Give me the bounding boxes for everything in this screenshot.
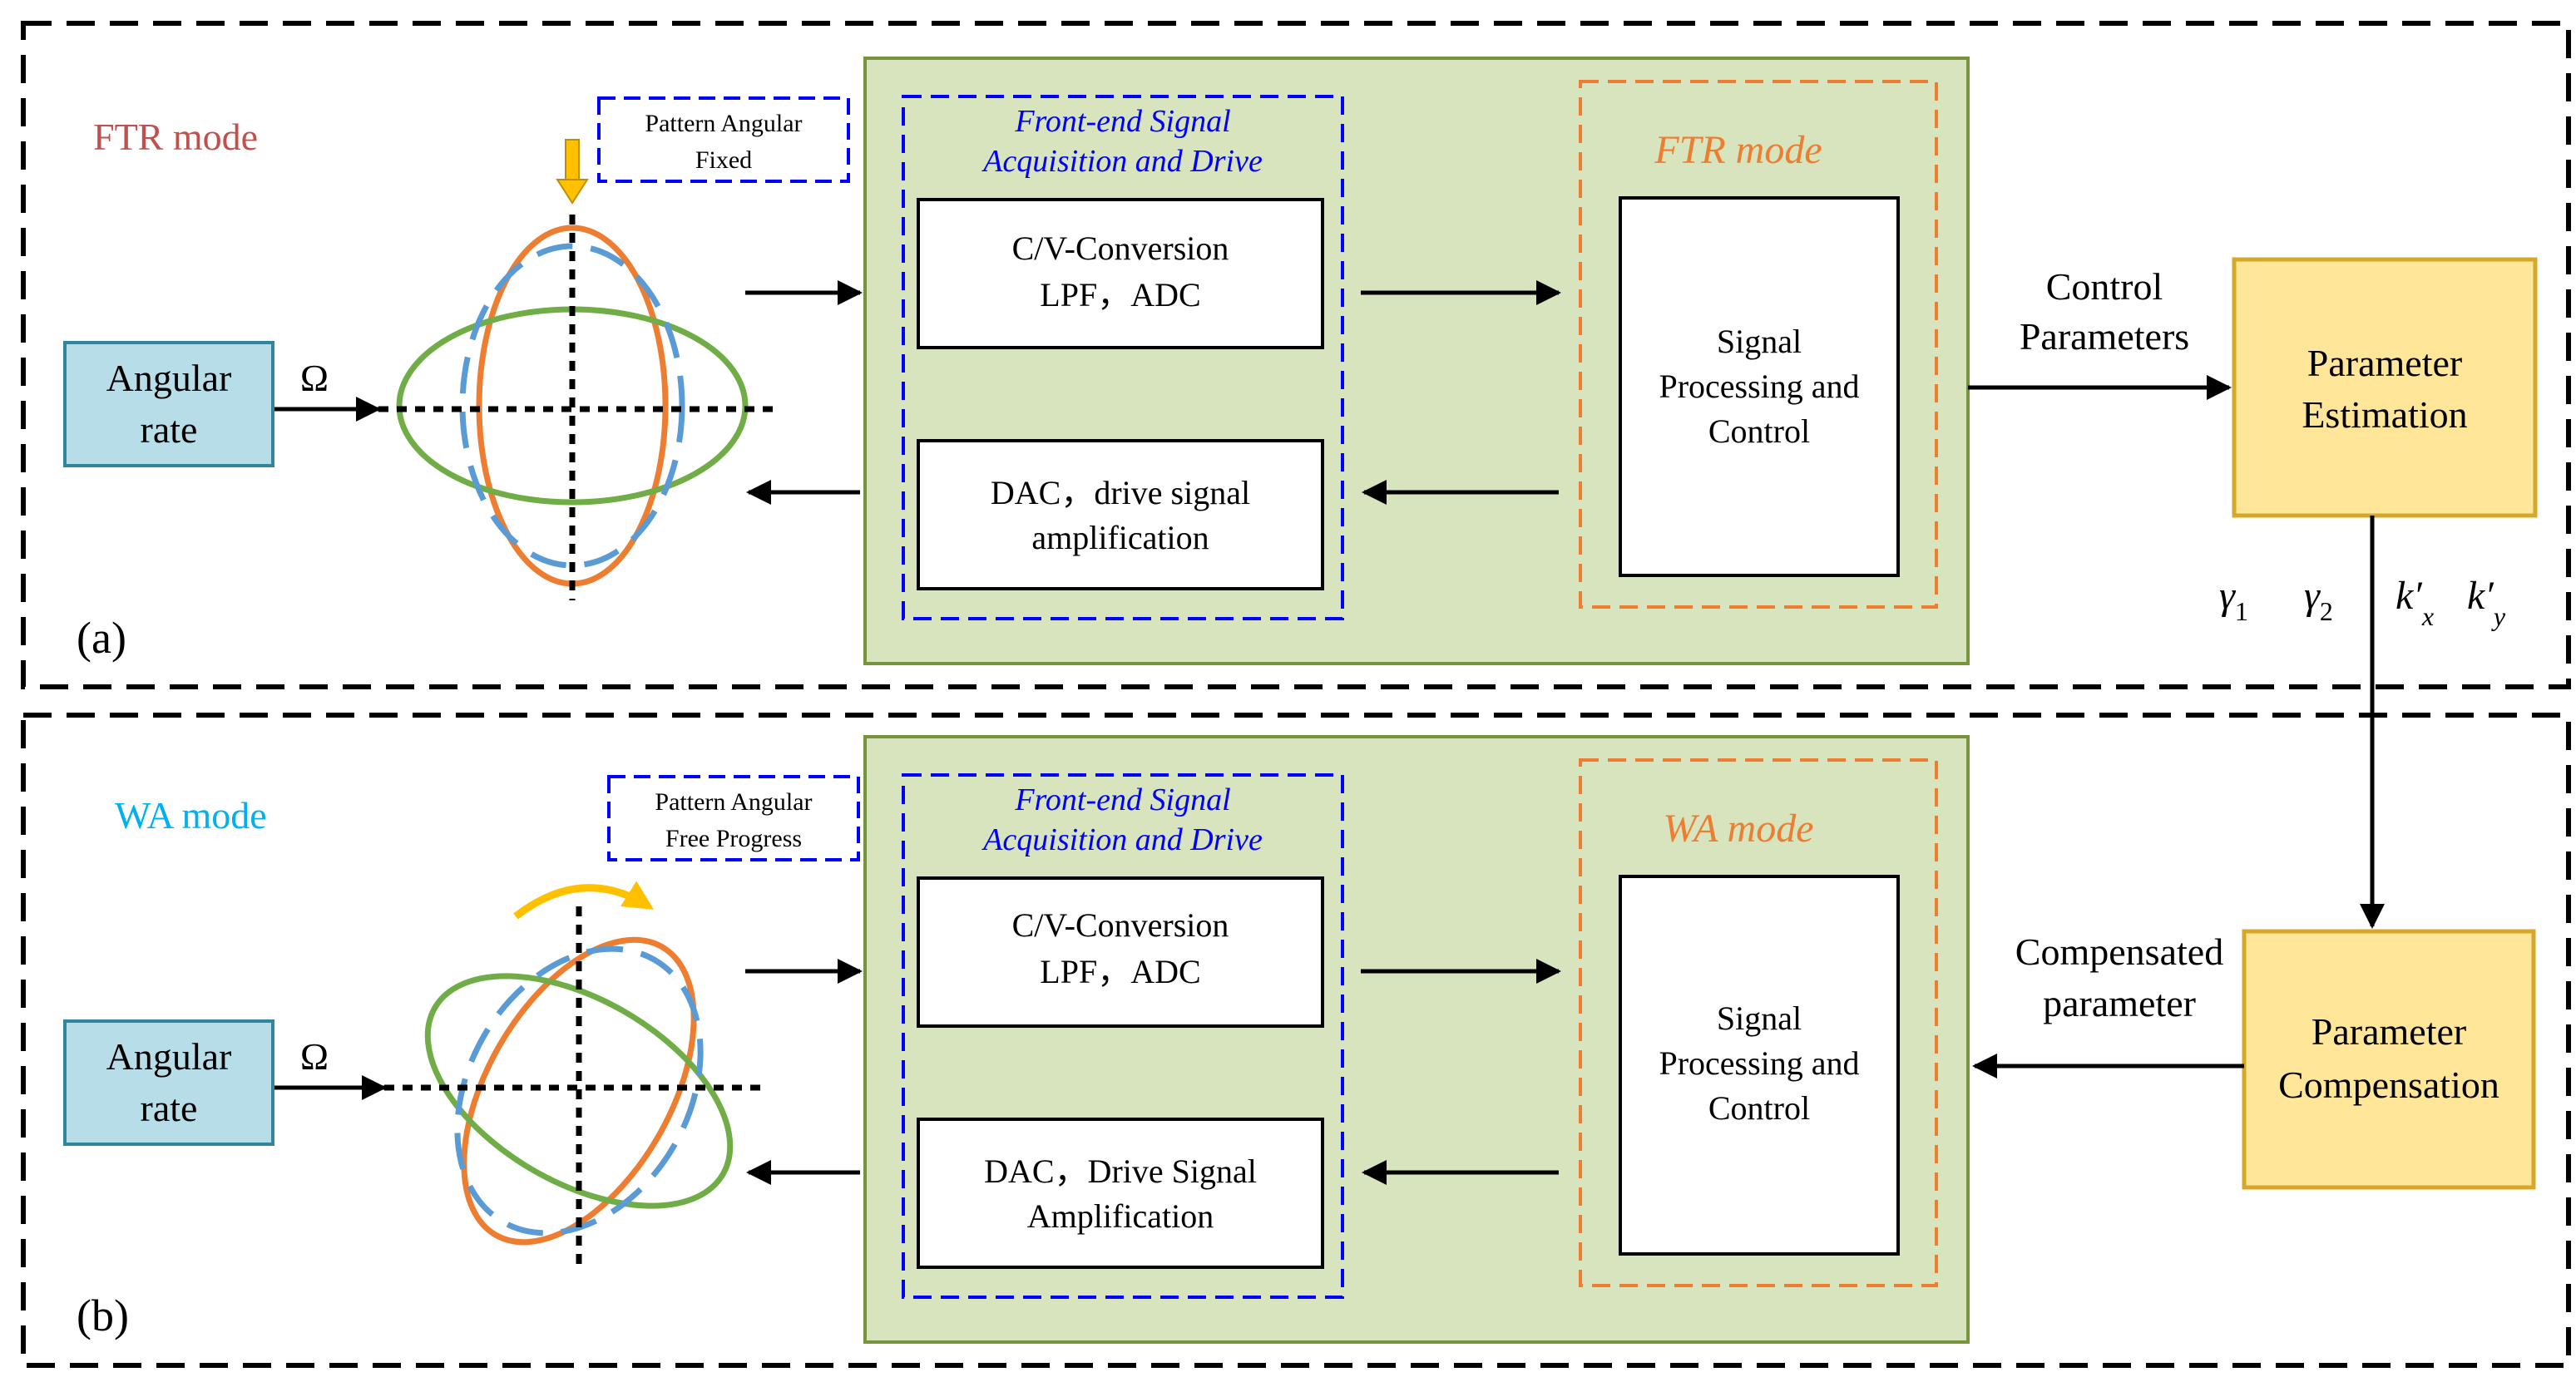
panel-a-angular-rate-line1: Angular xyxy=(106,357,232,399)
panel-a-label: (a) xyxy=(77,613,126,663)
param-gamma1: γ1 xyxy=(2219,574,2248,626)
panel-b-outer-dashed xyxy=(21,713,2571,1368)
panel-b-pattern-note-box xyxy=(607,775,860,861)
panel-b-frontend-title-line1: Front-end Signal xyxy=(1014,782,1230,817)
param-gamma2: γ2 xyxy=(2304,574,2333,626)
panel-a-frontend-group xyxy=(902,95,1344,620)
panel-a-mode-group xyxy=(1579,80,1938,609)
panel-a-mode-group-title: FTR mode xyxy=(1654,128,1822,172)
panel-a-outer-dashed xyxy=(21,21,2571,689)
panel-b-mode-group xyxy=(1579,758,1938,1287)
parameter-estimation-box xyxy=(2232,257,2538,518)
panel-b-mode-label: WA mode xyxy=(115,794,267,837)
panel-a-cv-conversion-line2: LPF，ADC xyxy=(1040,276,1200,313)
panel-a-cv-conversion-line1: C/V-Conversion xyxy=(1012,230,1229,267)
panel-a-angular-rate-line2: rate xyxy=(141,408,198,451)
panel-a-pattern-note-line2: Fixed xyxy=(695,146,752,174)
compensated-parameter-line1: Compensated xyxy=(2015,930,2223,973)
parameter-estimation-line2: Estimation xyxy=(2302,393,2467,436)
panel-a-frontend-title-line1: Front-end Signal xyxy=(1014,104,1230,139)
panel-b-angular-rate-box xyxy=(63,1019,274,1146)
compensated-parameter-line2: parameter xyxy=(2043,982,2196,1024)
panel-a-mode-label: FTR mode xyxy=(93,116,258,158)
panel-a-dac-line1: DAC，drive signal xyxy=(991,474,1250,511)
panel-a-dac-box xyxy=(917,439,1324,590)
panel-b-angular-rate-line2: rate xyxy=(141,1087,198,1129)
panel-b-signal-processing-box xyxy=(1619,875,1900,1256)
param-kx: k′x xyxy=(2396,574,2434,631)
panel-b-cv-conversion-box xyxy=(917,876,1324,1028)
panel-a-angular-rate-box xyxy=(63,341,274,467)
panel-b-precession-arrow xyxy=(513,881,655,920)
panel-b-dac-line2: Amplification xyxy=(1027,1197,1214,1235)
panel-b-angular-rate-line1: Angular xyxy=(106,1035,232,1078)
panel-a-frontend-title-line2: Acquisition and Drive xyxy=(981,144,1263,179)
panel-b-signal-line3: Control xyxy=(1708,1089,1810,1127)
param-ky: k′y xyxy=(2467,574,2506,631)
panel-a-standing-wave-pattern xyxy=(378,215,774,600)
control-parameters-line1: Control xyxy=(2046,265,2163,308)
panel-b-standing-wave-pattern xyxy=(384,906,765,1264)
estimated-parameters: γ1 γ2 k′x k′y xyxy=(2219,574,2506,631)
control-parameters-line2: Parameters xyxy=(2020,315,2189,358)
panel-b-omega-label: Ω xyxy=(300,1035,329,1078)
panel-a-dac-line2: amplification xyxy=(1031,519,1209,556)
panel-a-omega-label: Ω xyxy=(300,357,329,399)
panel-a-fixed-pointer-arrow xyxy=(556,139,589,205)
panel-b-frontend-title-line2: Acquisition and Drive xyxy=(981,822,1263,857)
panel-b-frontend-group xyxy=(902,773,1344,1299)
panel-a-signal-line2: Processing and xyxy=(1659,368,1859,405)
panel-a-cv-conversion-box xyxy=(917,198,1324,349)
parameter-compensation-line2: Compensation xyxy=(2278,1064,2499,1106)
panel-b-dac-line1: DAC，Drive Signal xyxy=(984,1152,1257,1190)
panel-b-cv-conversion-line2: LPF，ADC xyxy=(1040,953,1200,990)
panel-b-mode-group-title: WA mode xyxy=(1663,807,1813,851)
panel-a-signal-processing-box xyxy=(1619,196,1900,577)
panel-a-signal-line3: Control xyxy=(1708,412,1810,450)
panel-b-pattern-note-line2: Free Progress xyxy=(665,825,802,852)
panel-b-label: (b) xyxy=(77,1291,129,1340)
panel-a-pattern-note-line1: Pattern Angular xyxy=(645,110,802,137)
panel-a-signal-line1: Signal xyxy=(1717,323,1802,360)
panel-b-signal-line2: Processing and xyxy=(1659,1044,1859,1082)
panel-b-signal-line1: Signal xyxy=(1717,999,1802,1037)
panel-b-dac-box xyxy=(917,1118,1324,1269)
parameter-estimation-line1: Parameter xyxy=(2307,342,2462,384)
panel-a-pattern-note-box xyxy=(597,96,850,183)
panel-b-pattern-note-line1: Pattern Angular xyxy=(655,788,812,816)
parameter-compensation-line1: Parameter xyxy=(2311,1010,2466,1053)
parameter-compensation-box xyxy=(2242,929,2536,1190)
panel-b-cv-conversion-line1: C/V-Conversion xyxy=(1012,906,1229,944)
